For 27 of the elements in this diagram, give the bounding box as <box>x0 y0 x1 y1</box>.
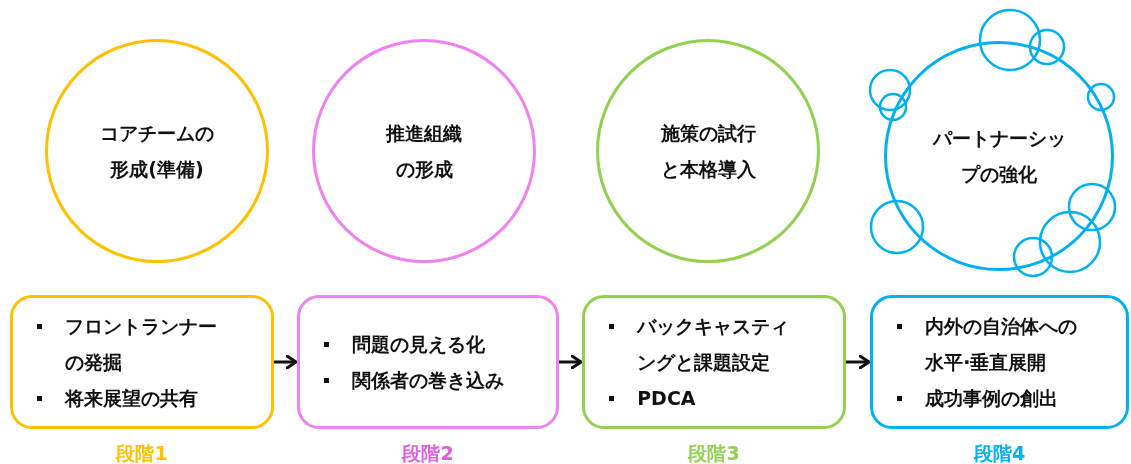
stage-label: 段階2 <box>400 441 455 464</box>
bullet-item: バックキャスティングと課題設定 <box>637 314 790 373</box>
stage-label: 段階4 <box>972 441 1027 464</box>
stage-circle <box>45 39 269 263</box>
circle-title: 推進組織の形成 <box>384 120 463 182</box>
arrow <box>559 354 583 370</box>
stage-box <box>10 295 274 429</box>
circle-title: コアチームの形成(準備) <box>99 120 215 182</box>
circle-title: 施策の試行と本格導入 <box>659 120 757 182</box>
bullet-item: 内外の自治体への水平·垂直展開 <box>925 314 1078 373</box>
bullet-item: フロントランナーの発掘 <box>65 314 218 373</box>
stage-label: 段階1 <box>114 441 169 464</box>
bullet-item: 関係者の巻き込み <box>352 369 505 391</box>
stage-circle <box>884 41 1114 271</box>
stage-circle <box>596 39 820 263</box>
bullet-item: 将来展望の共有 <box>65 387 199 410</box>
stage-box <box>582 295 846 429</box>
bullet-item: 問題の見える化 <box>352 332 486 355</box>
arrow <box>274 354 298 370</box>
arrow <box>846 354 871 370</box>
stage-box <box>297 295 559 429</box>
bullet-item: 成功事例の創出 <box>925 387 1059 410</box>
stage-circle <box>312 39 536 263</box>
stage-box <box>870 295 1129 429</box>
stage-label: 段階3 <box>686 441 741 464</box>
bullet-item: PDCA <box>637 387 696 410</box>
circle-title: パートナーシップの強化 <box>931 125 1067 187</box>
